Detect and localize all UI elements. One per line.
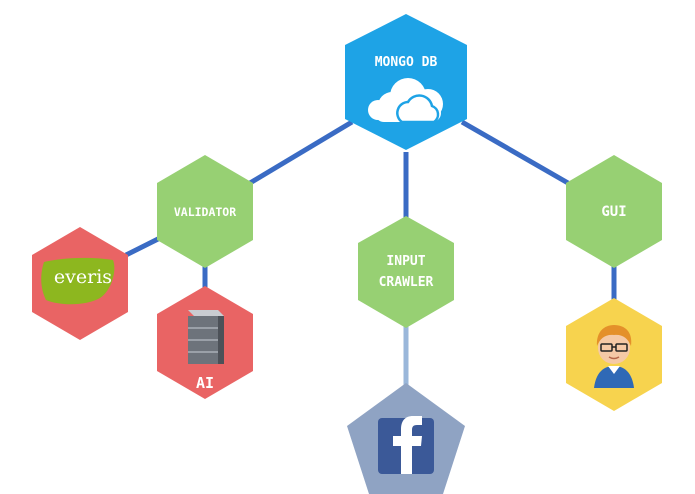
input-crawler-hexagon: [358, 216, 454, 328]
node-everis: everis: [32, 227, 128, 340]
everis-logo: [41, 257, 115, 305]
node-user: [566, 298, 662, 411]
input-crawler-label-line2: CRAWLER: [379, 275, 434, 290]
node-gui: GUI: [566, 155, 662, 268]
facebook-icon: [378, 416, 434, 474]
node-facebook: [347, 383, 465, 494]
gui-label: GUI: [601, 204, 626, 220]
gui-hexagon: [566, 155, 662, 268]
cloud-icon: [368, 78, 443, 124]
connectors: [124, 119, 617, 388]
node-mongodb: MONGO DB: [345, 14, 467, 150]
node-ai: AI: [157, 286, 253, 399]
mongodb-label: MONGO DB: [375, 55, 438, 70]
connector-mongodb-gui: [460, 119, 570, 186]
connector-validator-everis: [124, 235, 162, 258]
ai-label: AI: [196, 374, 214, 392]
validator-hexagon: [157, 155, 253, 268]
input-crawler-label-line1: INPUT: [386, 254, 425, 269]
server-icon: [188, 310, 224, 364]
validator-label: VALIDATOR: [174, 205, 236, 219]
node-validator: VALIDATOR: [157, 155, 253, 268]
connector-mongodb-validator: [248, 119, 354, 186]
node-input-crawler: INPUT CRAWLER: [358, 216, 454, 328]
everis-label: everis: [54, 266, 112, 288]
user-avatar-icon: [594, 325, 634, 388]
